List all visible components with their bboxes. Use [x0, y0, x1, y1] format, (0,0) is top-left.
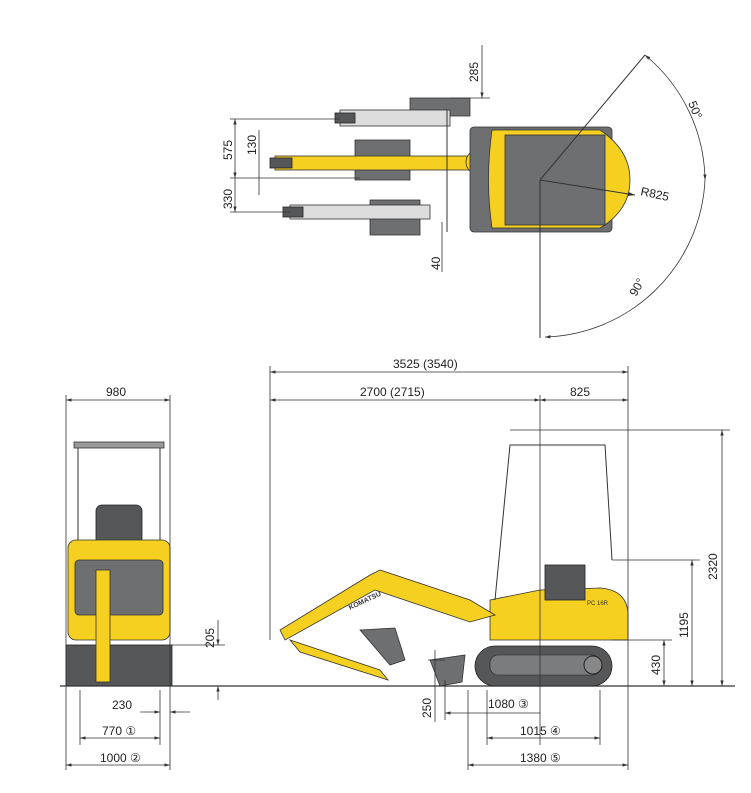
- side-view: KOMATSU PC 16R 3525 (3540) 2700 (2715) 8…: [269, 357, 730, 770]
- dim-1080: 1080 ③: [488, 697, 529, 711]
- dim-1015: 1015 ④: [520, 724, 561, 738]
- dim-980: 980: [106, 385, 126, 399]
- boom-front: [95, 569, 111, 683]
- dim-1380: 1380 ⑤: [520, 751, 561, 765]
- dim-575: 575: [221, 140, 235, 160]
- tracks-front: [65, 644, 173, 687]
- blade-depth: 250: [420, 698, 434, 718]
- boom-side: [279, 569, 497, 641]
- top-view: 285 575 130 330 40 R825 50° 90°: [221, 45, 707, 339]
- angle-50: 50°: [685, 99, 705, 121]
- dim-40: 40: [429, 256, 443, 270]
- canopy-roof-top: [504, 134, 606, 226]
- model-badge: PC 16R: [587, 601, 609, 607]
- height-body: 1195: [677, 612, 691, 638]
- front-view: 980 205 230 770 ① 1000 ②: [65, 385, 225, 770]
- swing-radius: R825: [639, 184, 670, 204]
- clearance: 430: [649, 655, 663, 675]
- bucket-side: [359, 627, 406, 666]
- angle-arc-50: [644, 54, 707, 181]
- dim-330: 330: [221, 189, 235, 209]
- canopy-side: [494, 444, 613, 601]
- seat-side: [544, 564, 586, 601]
- seat-front: [95, 504, 143, 546]
- overall-length: 3525 (3540): [393, 357, 458, 371]
- upper-swing-arm: [334, 97, 471, 127]
- rear-length: 825: [570, 385, 590, 399]
- lower-swing-arm: [282, 199, 431, 236]
- dim-230: 230: [112, 698, 132, 712]
- blade-side: [429, 654, 466, 687]
- arm-side: [288, 639, 390, 681]
- height-canopy: 2320: [706, 553, 720, 580]
- angle-90: 90°: [626, 276, 647, 299]
- dim-285: 285: [467, 62, 481, 82]
- dim-130: 130: [245, 135, 259, 155]
- dim-770: 770 ①: [102, 724, 136, 738]
- center-boom: [269, 139, 491, 181]
- canopy-roof-front: [73, 441, 165, 449]
- dim-1000: 1000 ②: [100, 751, 141, 765]
- front-length: 2700 (2715): [360, 385, 425, 399]
- angle-arc-90: [544, 179, 706, 339]
- dim-205: 205: [203, 628, 217, 648]
